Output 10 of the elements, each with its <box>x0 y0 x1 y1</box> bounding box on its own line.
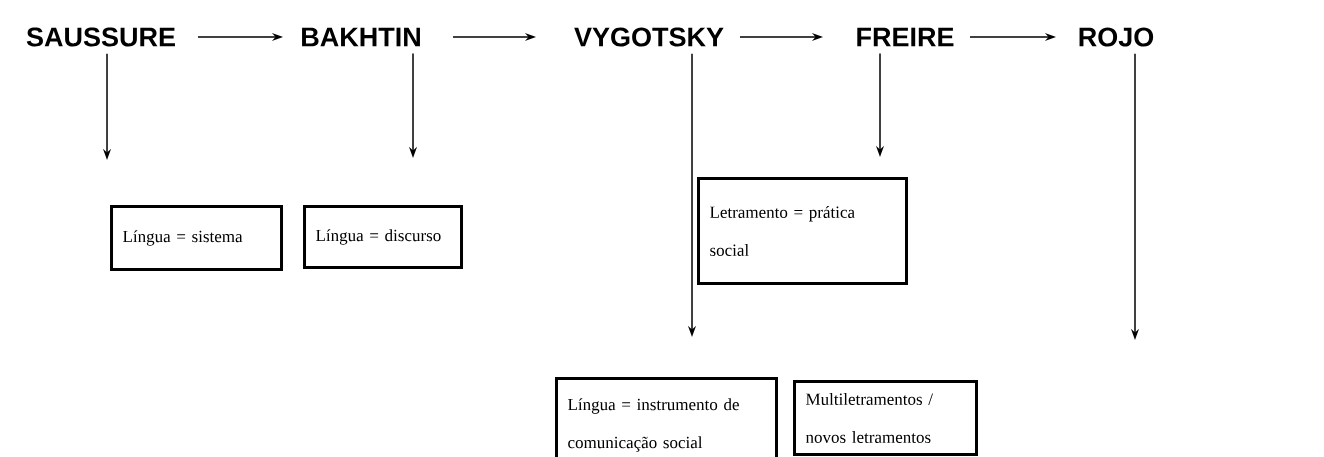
name-label: VYGOTSKY <box>574 27 724 47</box>
name-label: SAUSSURE <box>26 27 175 47</box>
text-box: Multiletramentos / novos letramentos <box>793 380 978 456</box>
name-label: FREIRE <box>857 27 954 47</box>
text-box: Língua = instrumento de comunicação social <box>555 377 778 457</box>
text-box: Língua = sistema <box>110 205 283 271</box>
name-label: BAKHTIN <box>302 27 420 47</box>
text-box: Língua = discurso <box>303 205 463 269</box>
text-box: Letramento = prática social <box>697 177 908 285</box>
name-label: ROJO <box>1079 27 1154 47</box>
